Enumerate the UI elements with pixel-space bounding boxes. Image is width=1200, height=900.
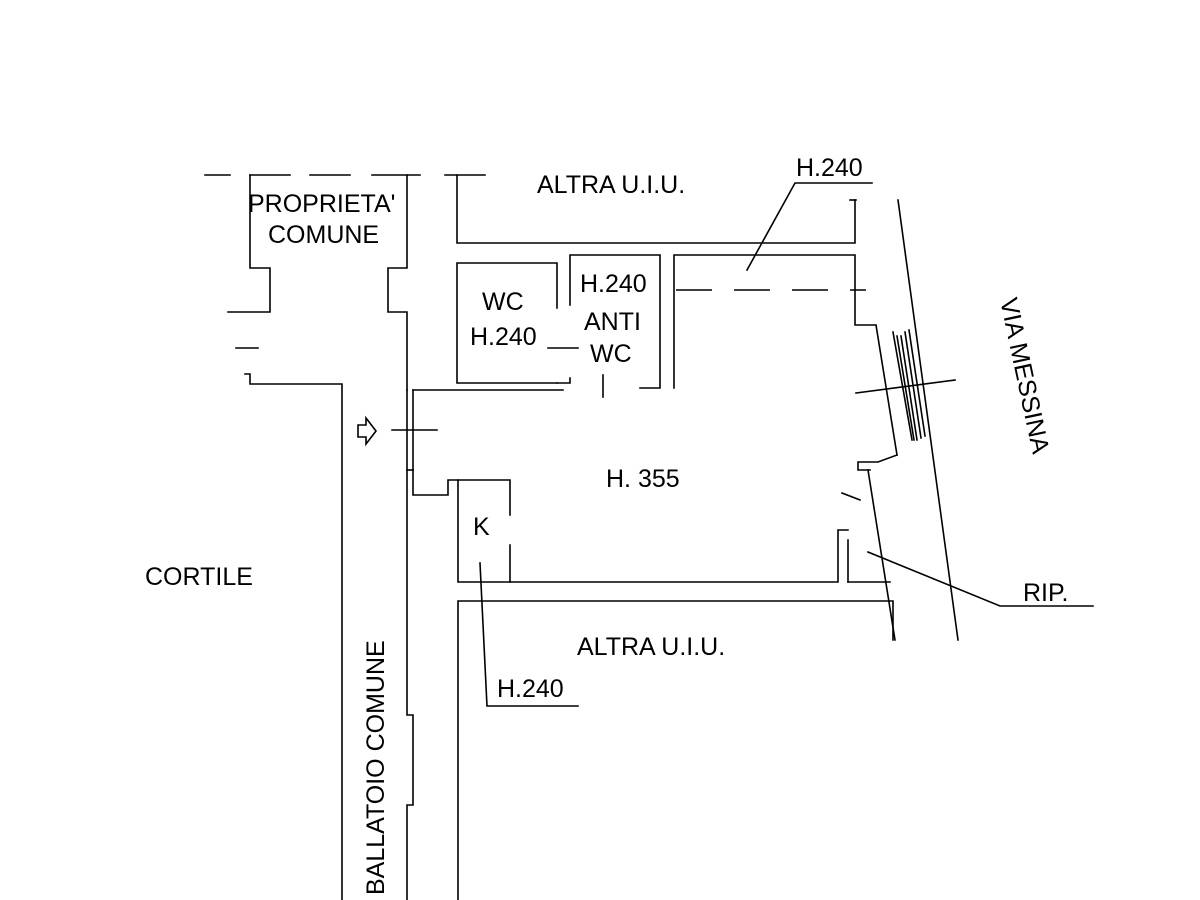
east-wall-window — [840, 199, 959, 641]
wc-room-walls — [456, 262, 579, 384]
label-antiwc-height: H.240 — [580, 270, 647, 298]
ballatoio-walls — [357, 389, 564, 900]
label-anti: ANTI — [584, 308, 641, 336]
bottom-neighbour-wall — [457, 600, 894, 900]
label-wc: WC — [482, 288, 524, 316]
label-via-messina: VIA MESSINA — [994, 295, 1054, 456]
label-wc-height: H.240 — [470, 323, 537, 351]
label-rip: RIP. — [1023, 579, 1068, 607]
leader-lines — [479, 182, 1094, 707]
label-proprieta: PROPRIETA' — [248, 190, 395, 218]
label-altra-uiu-bottom: ALTRA U.I.U. — [577, 633, 725, 661]
label-main-height: H. 355 — [606, 465, 680, 493]
label-k: K — [473, 513, 490, 541]
label-antiwc-wc: WC — [590, 340, 632, 368]
label-comune: COMUNE — [268, 221, 379, 249]
label-h240-top: H.240 — [796, 154, 863, 182]
label-cortile: CORTILE — [145, 563, 253, 591]
label-altra-uiu-top: ALTRA U.I.U. — [537, 171, 685, 199]
main-room-walls — [412, 254, 891, 583]
proprieta-comune-walls — [227, 174, 408, 900]
top-neighbour-wall — [456, 174, 856, 244]
label-h240-bottom: H.240 — [497, 675, 564, 703]
antiwc-room-walls — [569, 254, 661, 398]
label-ballatoio: BALLATOIO COMUNE — [362, 640, 390, 895]
